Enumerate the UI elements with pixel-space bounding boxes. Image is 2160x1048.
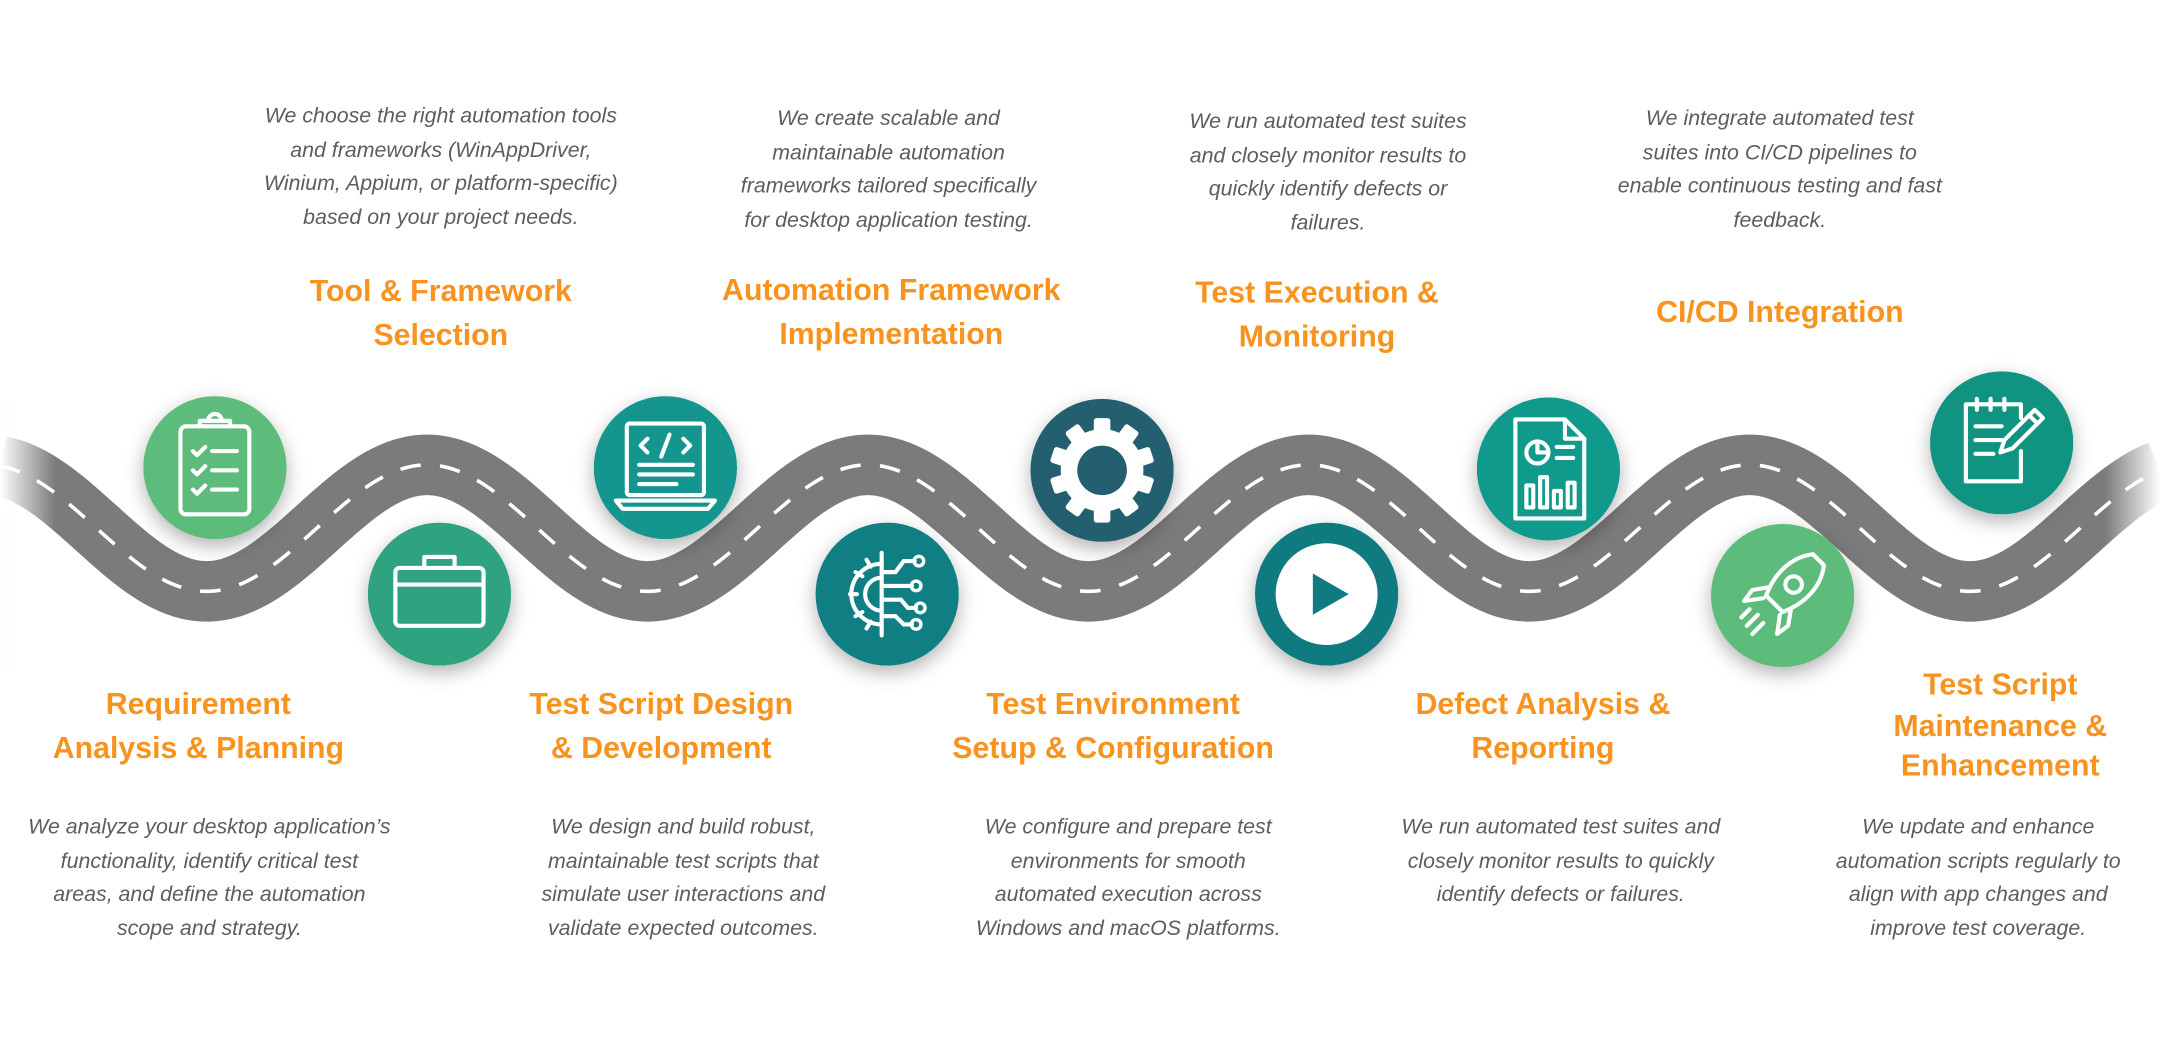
step-1-icon-circle (143, 396, 287, 540)
notepad-pen-icon (1930, 371, 2074, 515)
step-1-description: We analyze your desktop application’s fu… (28, 815, 391, 941)
step-3-description: We design and build robust, maintainable… (541, 815, 826, 941)
step-7-description: We run automated test suites and closely… (1401, 815, 1721, 907)
rocket-icon (1710, 523, 1855, 668)
step-8-description: We integrate automated test suites into … (1617, 107, 1942, 232)
step-2-icon-circle (367, 522, 512, 666)
gear-icon (1030, 398, 1174, 542)
step-8-icon-circle (1710, 523, 1855, 668)
step-7-icon-circle (1476, 397, 1621, 541)
step-6-description: We run automated test suites and closely… (1189, 110, 1467, 235)
step-5-icon-circle (1030, 398, 1174, 542)
step-3-title: Test Script Design & Development (529, 686, 794, 765)
toolbox-icon (367, 522, 512, 666)
road-lane-markings (0, 463, 2160, 594)
step-2-title: Tool & Framework Selection (309, 273, 572, 353)
gear-circuit-icon (815, 522, 959, 666)
step-5-description: We configure and prepare test environmen… (975, 815, 1281, 941)
step-7-title: Defect Analysis & Reporting (1415, 686, 1671, 765)
step-4-description: We create scalable and maintainable auto… (740, 107, 1037, 232)
clipboard-checklist-icon (143, 396, 287, 540)
step-6-icon-circle (1254, 522, 1399, 666)
play-icon (1254, 522, 1399, 666)
step-4-icon-circle (815, 522, 959, 666)
laptop-code-icon (593, 396, 738, 540)
step-8-title: CI/CD Integration (1656, 294, 1904, 329)
step-9-icon-circle (1930, 371, 2074, 515)
step-9-title: Test Script Maintenance & Enhancement (1893, 667, 2108, 783)
report-document-icon (1476, 397, 1621, 541)
step-1-title: Requirement Analysis & Planning (52, 686, 345, 765)
step-2-description: We choose the right automation tools and… (263, 104, 618, 229)
step-6-title: Test Execution & Monitoring (1195, 275, 1439, 354)
step-5-title: Test Environment Setup & Configuration (952, 686, 1274, 765)
step-9-description: We update and enhance automation scripts… (1835, 815, 2121, 941)
step-4-title: Automation Framework Implementation (722, 272, 1061, 351)
step-3-icon-circle (593, 396, 738, 540)
